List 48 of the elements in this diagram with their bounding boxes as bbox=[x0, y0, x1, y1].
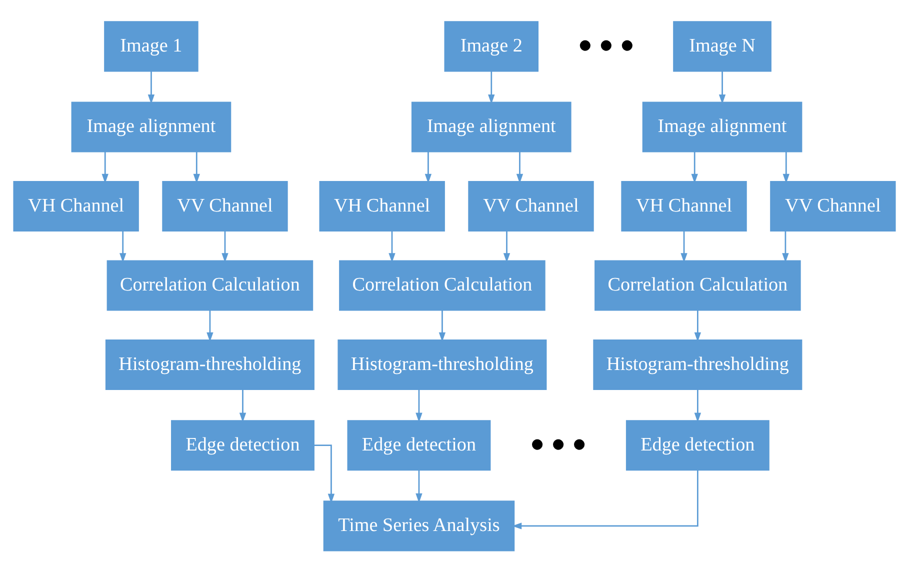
node-box: Time Series Analysis bbox=[323, 500, 515, 551]
arrow bbox=[680, 230, 688, 262]
arrow bbox=[503, 230, 510, 262]
node-box: VV Channel bbox=[770, 180, 896, 232]
arrow bbox=[512, 469, 698, 529]
node-box: Correlation Calculation bbox=[594, 260, 801, 310]
arrow bbox=[206, 310, 214, 342]
arrow bbox=[424, 151, 432, 183]
node-box: VH Channel bbox=[13, 180, 139, 232]
node-box: Edge detection bbox=[347, 420, 491, 470]
arrow bbox=[782, 230, 789, 262]
arrow bbox=[120, 230, 126, 262]
arrow bbox=[516, 151, 524, 183]
node-box: Correlation Calculation bbox=[106, 260, 314, 310]
arrow bbox=[102, 151, 108, 183]
arrow bbox=[438, 310, 446, 342]
node-box: Edge detection bbox=[171, 420, 314, 470]
arrow bbox=[416, 388, 422, 422]
node-box: VH Channel bbox=[621, 180, 747, 232]
arrow bbox=[718, 70, 726, 104]
node-box: Image alignment bbox=[411, 101, 572, 152]
arrow bbox=[314, 444, 335, 503]
node-box: VV Channel bbox=[162, 180, 288, 232]
node-box: Image 2 bbox=[444, 20, 539, 72]
node-box: Image 1 bbox=[104, 20, 198, 72]
node-box: Histogram-thresholding bbox=[105, 338, 314, 390]
arrow bbox=[388, 230, 396, 262]
node-box: VV Channel bbox=[468, 180, 594, 232]
arrow bbox=[222, 230, 228, 262]
arrow bbox=[694, 310, 702, 342]
arrow bbox=[416, 469, 422, 502]
arrow bbox=[694, 388, 702, 422]
arrow bbox=[488, 70, 495, 104]
label: ● ● ● bbox=[578, 30, 635, 58]
arrow bbox=[193, 151, 200, 183]
arrow bbox=[239, 388, 246, 422]
node-box: Edge detection bbox=[626, 420, 770, 470]
node-box: Image N bbox=[673, 20, 772, 72]
node-box: Correlation Calculation bbox=[339, 260, 546, 310]
node-box: VH Channel bbox=[319, 180, 445, 232]
arrow bbox=[691, 151, 698, 183]
arrow bbox=[782, 151, 790, 183]
node-box: Histogram-thresholding bbox=[593, 338, 802, 390]
node-box: Histogram-thresholding bbox=[338, 338, 547, 390]
label: ● ● ● bbox=[530, 430, 587, 457]
arrow bbox=[148, 70, 155, 104]
node-box: Image alignment bbox=[642, 101, 802, 152]
node-box: Image alignment bbox=[71, 101, 232, 152]
